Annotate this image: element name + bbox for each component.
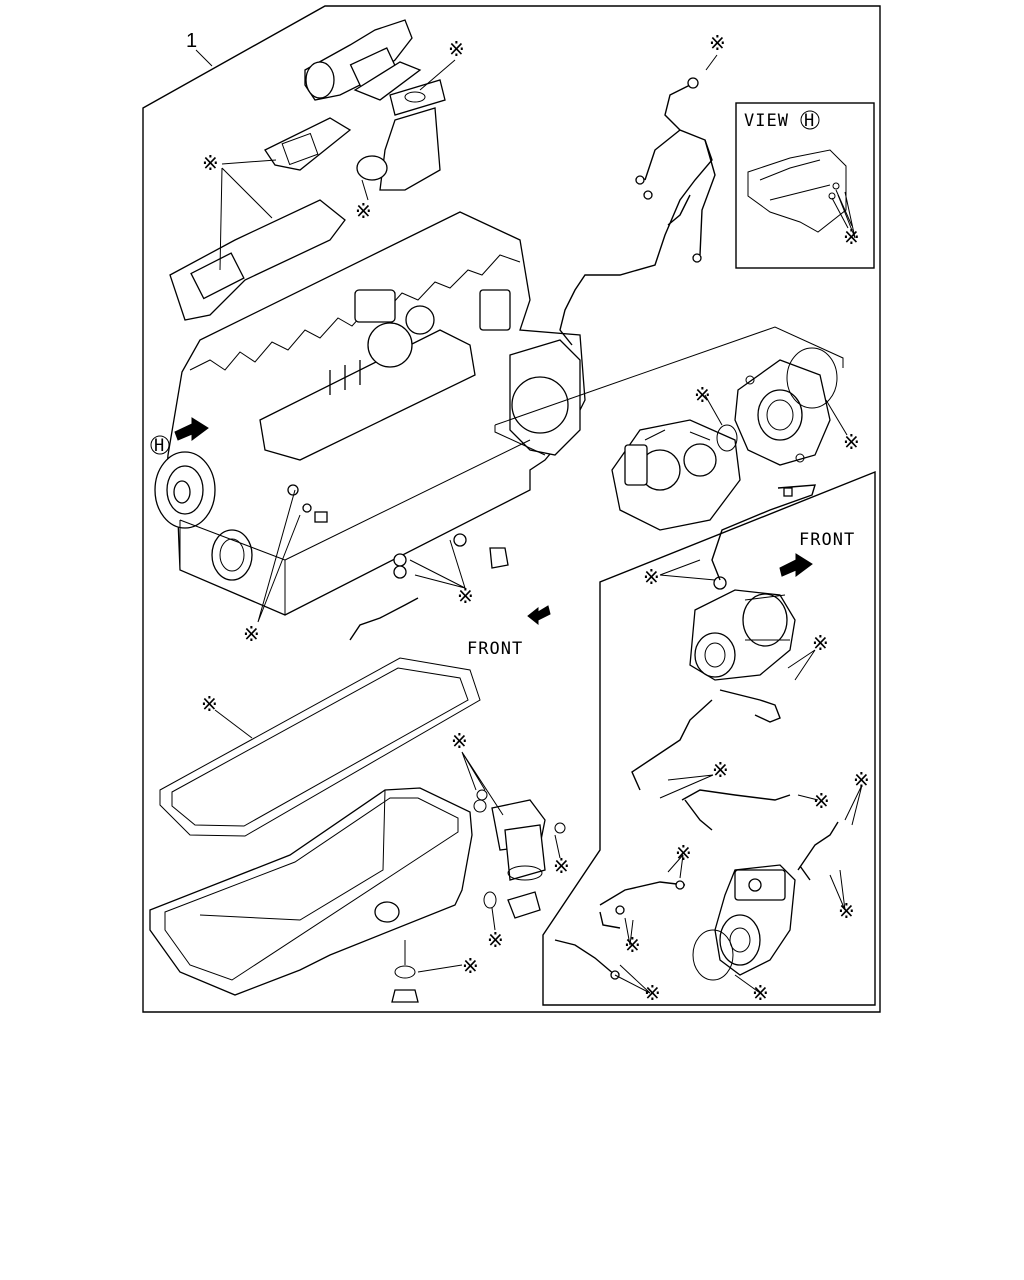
view-marker-circle: [800, 110, 820, 130]
callout-asterisk: ※: [243, 622, 260, 646]
drain-plug: [391, 989, 419, 1003]
view-marker: H: [804, 111, 815, 131]
callout-asterisk: ※: [643, 565, 660, 589]
main-frame: [142, 5, 881, 1013]
callout-asterisk: ※: [448, 37, 465, 61]
callout-asterisk: ※: [752, 981, 769, 1005]
callout-asterisk: ※: [451, 729, 468, 753]
engine-view-marker: H: [154, 436, 165, 456]
engine-block: [154, 199, 586, 616]
oil-filter: [473, 789, 566, 881]
callout-asterisk: ※: [624, 933, 641, 957]
compressor-seal-ring: [692, 929, 734, 981]
front-arrow-engine: FRONT: [467, 605, 551, 659]
view-h-arrow: H: [150, 417, 209, 456]
intake-gasket: [264, 117, 352, 171]
callout-asterisk: ※: [202, 151, 219, 175]
callout-asterisk: ※: [709, 31, 726, 55]
callout-asterisk: ※: [462, 954, 479, 978]
callout-asterisk: ※: [812, 631, 829, 655]
callout-asterisk: ※: [712, 758, 729, 782]
callout-asterisk: ※: [838, 899, 855, 923]
callout-asterisk: ※: [843, 430, 860, 454]
sub-pipe-mid: [631, 699, 713, 791]
oil-pan: [149, 787, 473, 996]
front-label-sub: FRONT: [799, 530, 855, 550]
callout-asterisk: ※: [355, 199, 372, 223]
callout-asterisk: ※: [694, 383, 711, 407]
view-title: VIEW: [744, 111, 789, 131]
air-compressor-lower: [714, 864, 796, 976]
pump-o-ring: [716, 424, 738, 452]
callout-asterisk: ※: [675, 841, 692, 865]
sub-pipe-lower: [599, 881, 686, 906]
oil-return-pipe: [349, 597, 419, 641]
callout-asterisk: ※: [457, 584, 474, 608]
sub-pipe-top: [711, 484, 816, 581]
oil-pan-gasket: [159, 657, 481, 837]
callout-asterisk: ※: [644, 981, 661, 1005]
air-compressor-upper: [689, 576, 796, 681]
front-label-engine: FRONT: [467, 639, 523, 659]
intake-throttle-assembly: [304, 19, 446, 191]
callout-asterisk: ※: [553, 854, 570, 878]
callout-panel-upper: [494, 326, 844, 426]
callout-asterisks: ※ ※ ※ ※ ※ ※ ※ ※ ※ ※ ※ ※ ※ ※ ※ ※ ※ ※ ※ ※ …: [201, 31, 870, 1005]
ref-number: 1: [186, 30, 197, 52]
callout-asterisk: ※: [843, 225, 860, 249]
callout-asterisk: ※: [487, 928, 504, 952]
flange-seal-ring: [786, 347, 838, 409]
ref-leader: [195, 49, 213, 67]
injection-pump: [611, 419, 741, 531]
drain-plug-washer: [394, 965, 416, 979]
callout-leaders: [214, 54, 863, 994]
callout-asterisk: ※: [853, 768, 870, 792]
callout-asterisk: ※: [813, 789, 830, 813]
view-h-inset: VIEW H: [735, 102, 875, 269]
sub-panel-frame: [542, 470, 876, 1006]
callout-asterisk: ※: [201, 692, 218, 716]
oil-sensor: [507, 891, 541, 919]
front-arrow-sub: FRONT: [779, 530, 855, 577]
fuel-harness: [559, 77, 716, 346]
